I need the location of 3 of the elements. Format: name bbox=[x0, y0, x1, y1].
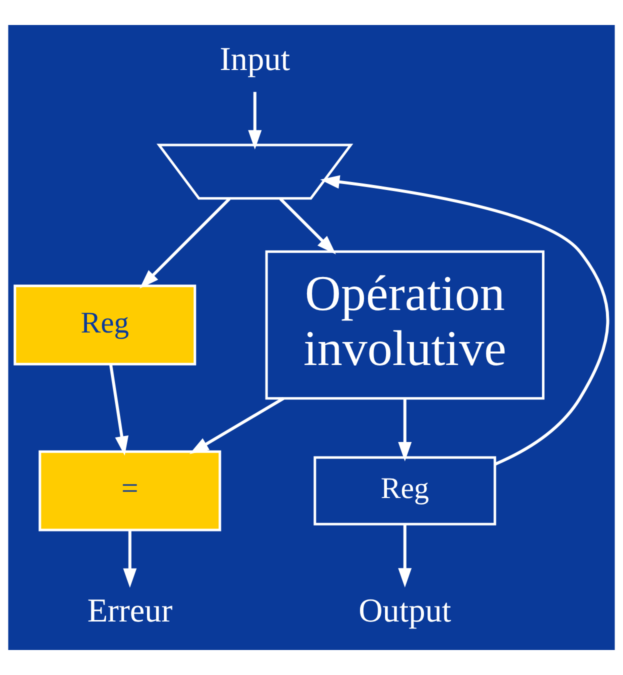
node-text: Input bbox=[220, 41, 290, 78]
node-text: Erreur bbox=[87, 592, 172, 630]
node-text: Output bbox=[358, 592, 452, 630]
